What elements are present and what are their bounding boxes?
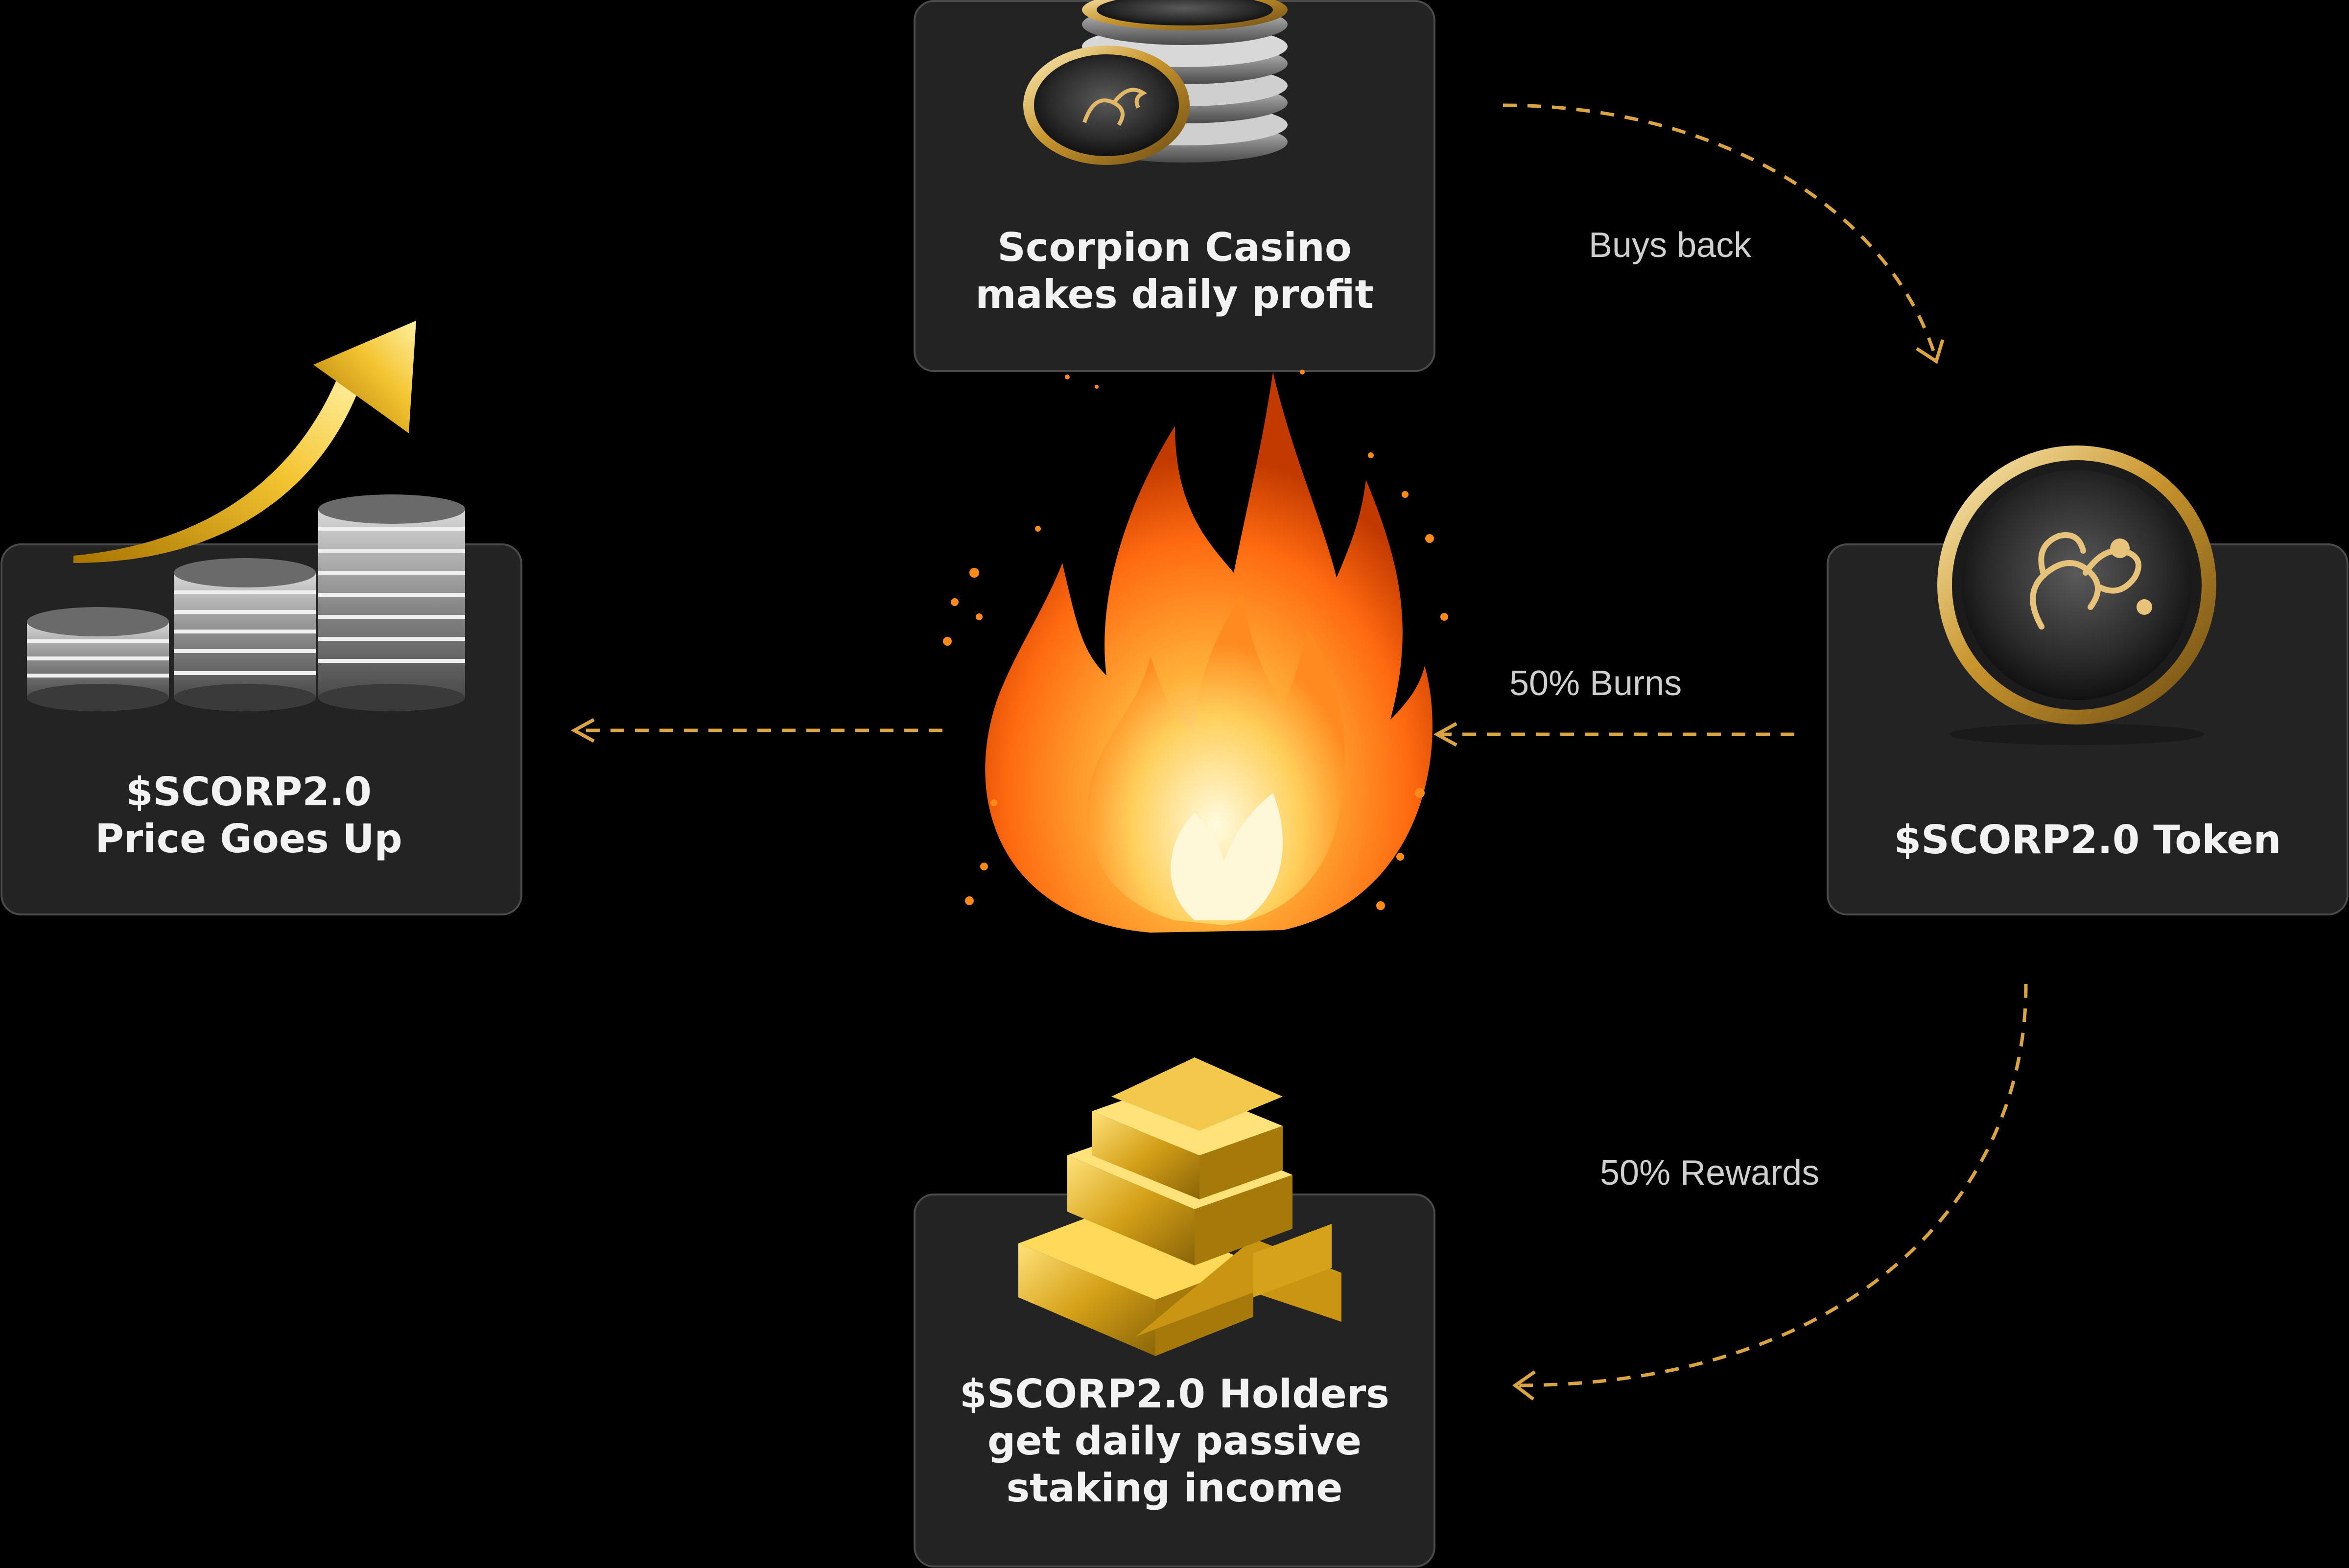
arrow-buys-back bbox=[1503, 103, 1938, 361]
rising-arrow bbox=[73, 377, 360, 563]
scorpion-coin-icon bbox=[1937, 445, 2216, 745]
token-card-title: $SCORP2.0 Token bbox=[1828, 817, 2348, 864]
arrow-price-head bbox=[570, 718, 595, 743]
coin-stack-medium bbox=[174, 558, 316, 711]
flow-label-buys-back: Buys back bbox=[1589, 226, 1752, 265]
holders-title-line-1: $SCORP2.0 Holders bbox=[960, 1371, 1389, 1417]
coin-stack-tall bbox=[318, 494, 465, 711]
token-title-line-1: $SCORP2.0 Token bbox=[1894, 817, 2281, 863]
fire-icon bbox=[943, 370, 1448, 933]
arrow-rewards bbox=[1517, 983, 2028, 1387]
casino-title-line-2: makes daily profit bbox=[975, 272, 1374, 317]
price-card-title: $SCORP2.0 Price Goes Up bbox=[1, 769, 496, 863]
holders-title-line-3: staking income bbox=[1006, 1465, 1343, 1511]
arrow-burns-head bbox=[1433, 722, 1457, 747]
scorpion-coin-stack-icon bbox=[1023, 0, 1288, 165]
holders-title-line-2: get daily passive bbox=[987, 1418, 1362, 1464]
casino-title-line-1: Scorpion Casino bbox=[997, 225, 1352, 270]
casino-card-title: Scorpion Casino makes daily profit bbox=[915, 224, 1434, 318]
flow-label-burns: 50% Burns bbox=[1509, 664, 1682, 703]
price-title-line-1: $SCORP2.0 bbox=[126, 769, 372, 815]
arrow-rewards-head bbox=[1512, 1370, 1536, 1401]
holders-card-title: $SCORP2.0 Holders get daily passive stak… bbox=[915, 1371, 1434, 1512]
rising-arrowhead bbox=[313, 321, 416, 433]
gold-bars-icon bbox=[1018, 1057, 1341, 1356]
fire-sparks bbox=[943, 370, 1448, 910]
coin-stack-short bbox=[27, 607, 169, 711]
flow-label-rewards: 50% Rewards bbox=[1600, 1153, 1820, 1193]
arrow-buys-back-head bbox=[1916, 339, 1945, 364]
rising-coin-stacks-arrow-icon bbox=[27, 321, 465, 711]
price-title-line-2: Price Goes Up bbox=[95, 816, 402, 862]
